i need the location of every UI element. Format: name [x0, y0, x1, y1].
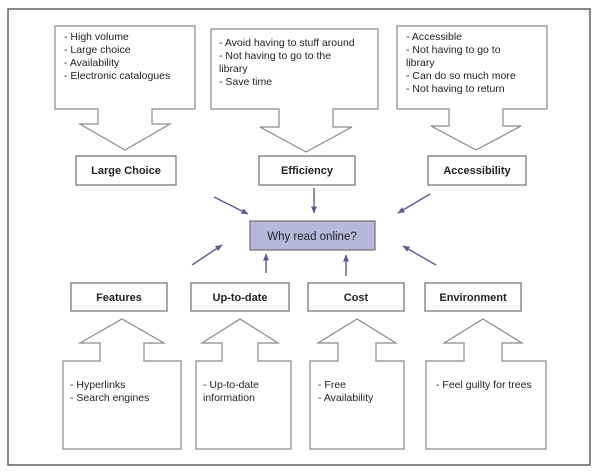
bullet-item: - Free [318, 379, 346, 391]
callout-shape [396, 25, 548, 151]
bullet-item: - Not having to go to [406, 44, 501, 56]
bullet-item: - Electronic catalogues [64, 70, 170, 82]
arrow-from-environment [402, 245, 437, 266]
connector-arrows [191, 188, 437, 276]
center-question: Why read online? [267, 231, 357, 243]
bullet-item: - Feel guilty for trees [436, 379, 532, 391]
diagram-frame [7, 8, 591, 466]
bullet-list: - High volume - Large choice - Availabil… [64, 31, 170, 82]
top-group-efficiency: - Avoid having to stuff around - Not hav… [210, 28, 379, 186]
callout-shape [54, 25, 196, 151]
category-label-large-choice: Large Choice [91, 165, 161, 177]
top-group-accessibility: - Accessible - Not having to go to libra… [396, 25, 548, 186]
bullet-list: - Accessible - Not having to go to libra… [406, 31, 519, 95]
bullet-item: - Search engines [70, 392, 149, 404]
bottom-group-features: Features - Hyperlinks - Search engines [62, 282, 182, 450]
callout-shape [210, 28, 379, 153]
bullet-list: - Feel guilty for trees [436, 379, 532, 391]
category-label-features: Features [96, 292, 142, 304]
category-label-up-to-date: Up-to-date [213, 292, 268, 304]
bullet-item: - Can do so much more [406, 70, 516, 82]
bullet-item: library [406, 57, 435, 69]
category-label-efficiency: Efficiency [281, 165, 334, 177]
bullet-item: - Not having to return [406, 83, 505, 95]
category-label-environment: Environment [439, 292, 507, 304]
bullet-list: - Hyperlinks - Search engines [70, 379, 149, 404]
bullet-item: - Availability [64, 57, 120, 69]
bullet-item: - Save time [219, 76, 272, 88]
top-group-large-choice: - High volume - Large choice - Availabil… [54, 25, 196, 186]
bullet-item: - Accessible [406, 31, 462, 43]
callout-shape [425, 318, 547, 450]
center-box [249, 220, 376, 251]
bullet-list: - Avoid having to stuff around - Not hav… [219, 37, 358, 88]
label-box [70, 282, 168, 312]
bullet-item: - Not having to go to the [219, 50, 331, 62]
label-box [258, 155, 356, 186]
label-box [307, 282, 405, 312]
label-box [190, 282, 290, 312]
bullet-item: information [203, 392, 255, 404]
bullet-item: - Up-to-date [203, 379, 259, 391]
label-box [427, 155, 527, 186]
bullet-item: library [219, 63, 248, 75]
bullet-list: - Free - Availability [318, 379, 374, 404]
label-box [75, 155, 177, 186]
arrow-from-large-choice [213, 196, 249, 215]
bottom-group-up-to-date: Up-to-date - Up-to-date information [190, 282, 292, 450]
arrow-from-features [191, 244, 223, 266]
bullet-item: - Large choice [64, 44, 131, 56]
category-label-cost: Cost [344, 292, 369, 304]
callout-shape [309, 318, 405, 450]
callout-shape [195, 318, 292, 450]
bullet-list: - Up-to-date information [203, 379, 262, 404]
label-box [424, 282, 522, 312]
callout-shape [62, 318, 182, 450]
bottom-group-cost: Cost - Free - Availability [307, 282, 405, 450]
bullet-item: - Availability [318, 392, 374, 404]
bottom-group-environment: Environment - Feel guilty for trees [424, 282, 547, 450]
bullet-item: - Hyperlinks [70, 379, 125, 391]
bullet-item: - Avoid having to stuff around [219, 37, 355, 49]
bullet-item: - High volume [64, 31, 129, 43]
category-label-accessibility: Accessibility [443, 165, 511, 177]
arrow-from-accessibility [397, 193, 431, 214]
